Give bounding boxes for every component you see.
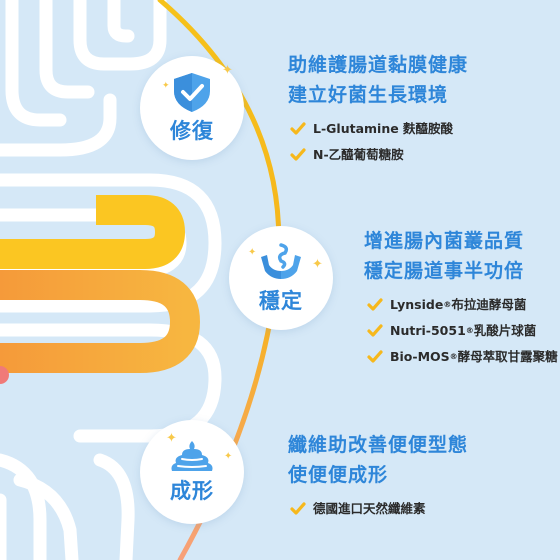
sparkle-icon: ✦ bbox=[162, 81, 170, 91]
check-icon bbox=[367, 350, 383, 363]
sparkle-icon: ✦ bbox=[248, 247, 257, 258]
section-circle-form: 成形 bbox=[140, 420, 244, 524]
sparkle-icon: ✦ bbox=[166, 431, 177, 446]
orange-tube bbox=[0, 270, 200, 373]
section-headline: 增進腸內菌叢品質 穩定腸道事半功倍 bbox=[364, 230, 525, 282]
check-icon bbox=[290, 502, 306, 515]
check-icon bbox=[367, 298, 383, 311]
hands-gut-icon bbox=[261, 243, 301, 279]
section-label: 穩定 bbox=[259, 289, 303, 313]
list-item: N-乙醯葡萄糖胺 bbox=[290, 142, 453, 168]
list-item: Lynside® 布拉迪酵母菌 bbox=[367, 292, 558, 318]
sparkle-icon: ✦ bbox=[224, 451, 233, 462]
shield-check-icon bbox=[174, 73, 210, 112]
list-item: Nutri-5051® 乳酸片球菌 bbox=[367, 318, 558, 344]
list-item: L-Glutamine 麩醯胺酸 bbox=[290, 116, 453, 142]
sparkle-icon: ✦ bbox=[312, 257, 323, 272]
red-tip bbox=[0, 366, 9, 384]
list-item: 德國進口天然纖維素 bbox=[290, 496, 426, 522]
section-label: 修復 bbox=[170, 119, 214, 143]
stool-icon bbox=[171, 441, 213, 471]
ingredient-list: L-Glutamine 麩醯胺酸 N-乙醯葡萄糖胺 bbox=[290, 116, 453, 168]
ingredient-list: Lynside® 布拉迪酵母菌 Nutri-5051® 乳酸片球菌 Bio-MO… bbox=[367, 292, 558, 370]
section-circle-stabilize: 穩定 bbox=[229, 226, 333, 330]
section-headline: 助維護腸道黏膜健康 建立好菌生長環境 bbox=[288, 54, 469, 106]
section-label: 成形 bbox=[170, 479, 214, 503]
check-icon bbox=[367, 324, 383, 337]
section-headline: 纖維助改善便便型態 使便便成形 bbox=[288, 434, 469, 486]
list-item: Bio-MOS® 酵母萃取甘露聚糖 bbox=[367, 344, 558, 370]
section-circle-repair: 修復 bbox=[140, 56, 244, 160]
check-icon bbox=[290, 122, 306, 135]
ingredient-list: 德國進口天然纖維素 bbox=[290, 496, 426, 522]
check-icon bbox=[290, 148, 306, 161]
sparkle-icon: ✦ bbox=[222, 63, 233, 78]
yellow-tube bbox=[0, 195, 185, 269]
